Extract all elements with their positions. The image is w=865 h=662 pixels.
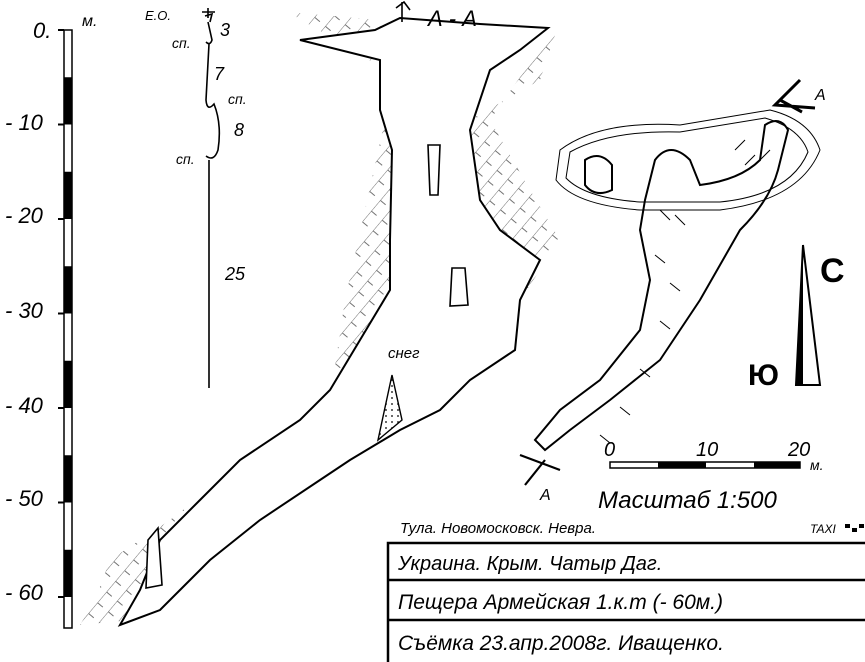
cave-section: А - А снег (80, 0, 560, 627)
scale-segment (64, 455, 72, 503)
depth-label-30: - 30 (5, 298, 44, 323)
scale-unit: м. (810, 457, 824, 473)
pitch-7: 7 (214, 64, 225, 84)
depth-label-60: - 60 (5, 580, 44, 605)
scale-tick-20: 20 (787, 439, 810, 461)
scale-segment (64, 171, 72, 219)
north-label: С (820, 252, 845, 290)
scale-bar: 0 10 20 м. Масштаб 1:500 (598, 439, 824, 514)
taxi-logo-text: TAXI (810, 522, 836, 536)
checker-logo (845, 524, 864, 532)
scale-tick-0: 0 (604, 439, 615, 461)
depth-scale: 0. м. - 10 - 20 - 30 - 40 - 50 - 60 (5, 13, 97, 629)
section-marker-top (771, 78, 816, 114)
depth-label-50: - 50 (5, 486, 44, 511)
pitch-3: 3 (220, 20, 230, 40)
south-label: Ю (748, 359, 779, 392)
section-title: А - А (426, 6, 477, 31)
section-entrance-icon (395, 0, 411, 22)
depth-label-10: - 10 (5, 110, 44, 135)
cave-plan: А А (519, 78, 826, 504)
depth-label-20: - 20 (5, 203, 44, 228)
scale-tick-10: 10 (696, 439, 718, 461)
entrance-icon (202, 8, 215, 23)
depth-unit: м. (82, 13, 97, 30)
anchor-label: сп. (172, 35, 191, 51)
anchor-label: сп. (228, 91, 247, 107)
title-row-survey: Съёмка 23.апр.2008г. Иващенко. (398, 632, 724, 655)
snow-label: снег (388, 345, 420, 362)
scale-segment (64, 266, 72, 314)
pitch-25: 25 (224, 264, 246, 284)
title-block: Тула. Новомосковск. Невра. TAXI Украина.… (386, 520, 865, 662)
north-arrow: С Ю (748, 244, 845, 392)
scale-segment (64, 549, 72, 597)
authors-line: Тула. Новомосковск. Невра. (400, 520, 596, 537)
depth-label-0: 0. (33, 18, 51, 43)
entrance-label: Е.О. (145, 8, 171, 23)
section-label-top: А (814, 87, 826, 104)
rope-profile: Е.О. 3 7 8 25 сп. сп. сп. (145, 8, 247, 388)
scale-caption: Масштаб 1:500 (598, 487, 777, 514)
pitch-8: 8 (234, 120, 244, 140)
section-marker-bottom (519, 453, 561, 486)
scale-segment (64, 77, 72, 125)
title-row-location: Украина. Крым. Чатыр Даг. (397, 553, 662, 575)
snow-deposit (376, 374, 403, 442)
title-row-cave: Пещера Армейская 1.к.т (- 60м.) (398, 591, 723, 614)
depth-label-40: - 40 (5, 393, 44, 418)
scale-segment (64, 360, 72, 408)
section-label-bottom: А (539, 487, 551, 504)
anchor-label: сп. (176, 151, 195, 167)
